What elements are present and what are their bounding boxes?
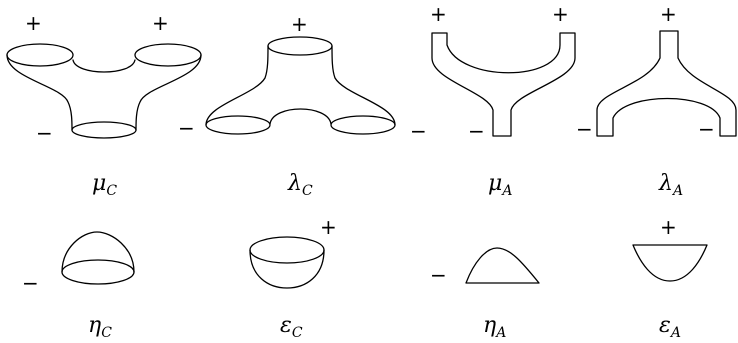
eta-a-minus: − [430, 263, 447, 287]
label-eta-a: ηA [483, 313, 506, 341]
lambda-c-right-bottom-circle [330, 115, 396, 135]
mu-c-left-top-circle [6, 43, 74, 67]
eps-c-plus: + [320, 215, 337, 239]
mu-a-figure [431, 32, 576, 137]
lambda-c-left-bottom-circle [205, 115, 271, 135]
lambda-a-minus-right: − [698, 117, 715, 141]
mu-c-left-side [6, 54, 73, 131]
lambda-c-minus: − [178, 116, 195, 140]
mu-c-figure [6, 43, 202, 139]
lambda-c-plus: + [291, 12, 308, 36]
mu-a-minus-center: − [468, 119, 485, 143]
mu-a-plus-right: + [552, 2, 569, 26]
eps-c-top-circle [249, 236, 325, 264]
eta-c-base-circle [61, 259, 135, 285]
lambda-c-right-side [331, 45, 396, 126]
label-mu-a: μA [488, 171, 512, 199]
label-lambda-c: λC [287, 171, 313, 199]
eta-c-minus: − [22, 271, 39, 295]
eta-c-figure [61, 231, 135, 285]
lambda-c-crotch [269, 108, 332, 125]
mu-c-right-top-circle [134, 43, 202, 67]
lambda-a-figure [596, 30, 737, 137]
mu-c-bottom-circle [71, 121, 137, 139]
eps-c-bowl [249, 249, 325, 289]
eps-c-figure [249, 236, 325, 289]
lambda-c-top-circle [267, 36, 333, 56]
label-eps-a: εA [659, 313, 681, 341]
mu-a-minus-left: − [410, 119, 427, 143]
eta-a-figure [465, 247, 540, 284]
lambda-a-minus-left: − [576, 117, 593, 141]
lambda-c-left-side [205, 45, 269, 126]
eps-a-outline [632, 244, 708, 282]
lambda-a-outline [596, 30, 737, 137]
mu-c-minus: − [36, 121, 53, 145]
mu-a-plus-left: + [430, 2, 447, 26]
eta-c-dome [61, 231, 135, 273]
label-eps-c: εC [280, 313, 303, 341]
mu-c-plus-right: + [152, 11, 169, 35]
eps-a-figure [632, 244, 708, 282]
eps-a-plus: + [660, 215, 677, 239]
label-mu-c: μC [92, 171, 117, 199]
label-eta-c: ηC [88, 313, 112, 341]
mu-c-plus-left: + [25, 11, 42, 35]
mu-a-outline [431, 32, 576, 137]
eta-a-outline [465, 247, 540, 284]
lambda-c-figure [205, 36, 396, 135]
mu-c-right-side [135, 54, 202, 131]
lambda-a-plus: + [660, 2, 677, 26]
label-lambda-a: λA [658, 171, 683, 199]
mu-c-crotch [72, 59, 136, 73]
